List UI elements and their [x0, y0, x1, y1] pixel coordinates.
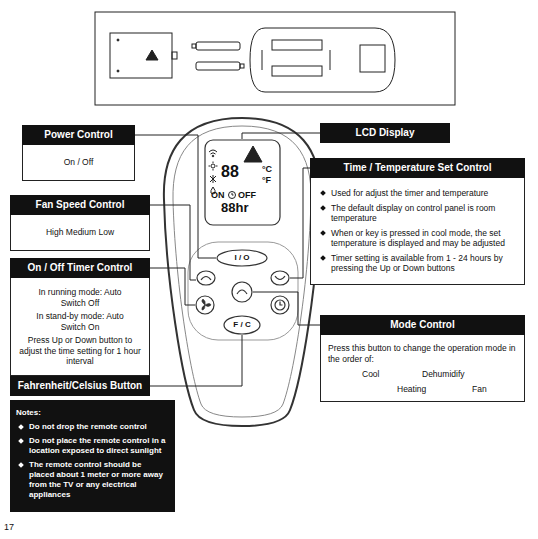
callout-body: In running mode: Auto Switch Off In stand…	[10, 278, 150, 376]
bullet-item: Do not drop the remote control	[16, 422, 167, 432]
band-title: Fahrenheit/Celsius Button	[10, 376, 150, 396]
leader-line	[150, 335, 242, 386]
bullet-text: When or key is pressed in cool mode, the…	[331, 228, 517, 249]
bullet-text: The default display on control panel is …	[331, 203, 517, 224]
callout-text: Press Up or Down button to adjust the ti…	[18, 335, 142, 367]
bullet-mark	[18, 424, 24, 430]
battery-frame	[95, 12, 455, 105]
button-label: F / C	[222, 320, 262, 329]
label-band: Fahrenheit/Celsius Button	[10, 376, 150, 396]
bullet-mark	[18, 438, 24, 444]
callout-body: Used for adjust the timer and temperatur…	[310, 178, 525, 285]
notes-title: Notes:	[16, 408, 167, 418]
leader-line	[290, 168, 310, 278]
leader-line	[150, 268, 195, 305]
bullet-item: The default display on control panel is …	[318, 203, 517, 224]
mode-name: Fan	[472, 384, 487, 395]
callout-body: On / Off	[22, 145, 135, 181]
bullet-text: Used for adjust the timer and temperatur…	[331, 188, 517, 199]
note-text: The remote control should be placed abou…	[29, 460, 167, 500]
bullet-item: Do not place the remote control in a loc…	[16, 436, 167, 456]
leader-line	[150, 205, 196, 280]
callout-text: High Medium Low	[17, 227, 143, 238]
callout-box: On / Off Timer ControlIn running mode: A…	[10, 258, 150, 376]
bullet-item: Timer setting is available from 1 - 24 h…	[318, 253, 517, 274]
bullet-mark	[320, 205, 326, 211]
mode-step: Fan	[470, 384, 489, 395]
bullet-item: The remote control should be placed abou…	[16, 460, 167, 500]
lcd-unit: °C	[262, 164, 272, 174]
callout-title: Time / Temperature Set Control	[310, 158, 525, 178]
bullet-mark	[320, 190, 326, 196]
label-band: LCD Display	[320, 123, 450, 143]
lcd-digits: 88hr	[221, 201, 248, 215]
callout-box: Time / Temperature Set ControlUsed for a…	[310, 158, 525, 285]
mode-name: Cool	[362, 369, 379, 380]
remote-back	[250, 28, 395, 92]
callout-text: In stand-by mode: Auto Switch On	[36, 311, 124, 332]
leader-lines	[135, 133, 320, 386]
lcd-unit: °F	[262, 175, 271, 185]
callout-body: High Medium Low	[10, 215, 150, 251]
band-title: LCD Display	[320, 123, 450, 143]
note-text: Do not drop the remote control	[29, 422, 167, 432]
lcd-text: OFF	[238, 190, 256, 200]
bullet-mark	[320, 255, 326, 261]
callout-text: Press this button to change the operatio…	[328, 343, 517, 364]
notes-box: Notes: Do not drop the remote control Do n…	[10, 400, 175, 512]
button-label: I / O	[222, 253, 262, 262]
mode-name: Heating	[397, 384, 426, 395]
bullet-mark	[18, 462, 24, 468]
leader-line	[242, 133, 320, 139]
note-text: Do not place the remote control in a loc…	[29, 436, 167, 456]
callout-title: Mode Control	[320, 315, 525, 335]
callout-box: Fan Speed ControlHigh Medium Low	[10, 195, 150, 251]
page-number: 17	[4, 522, 14, 532]
callout-title: On / Off Timer Control	[10, 258, 150, 278]
callout-box: Mode ControlPress this button to change …	[320, 315, 525, 402]
mode-step: Cool	[360, 369, 381, 380]
lcd-text: ON	[211, 190, 225, 200]
callout-text: On / Off	[29, 157, 128, 168]
mode-name: Dehumidify	[422, 369, 465, 380]
callout-box: Power Control On / Off	[22, 125, 135, 181]
lcd-digits: 88	[221, 163, 239, 180]
callout-title: Power Control	[22, 125, 135, 145]
callout-title: Fan Speed Control	[10, 195, 150, 215]
mode-step: Dehumidify	[420, 369, 467, 380]
bullet-item: When or key is pressed in cool mode, the…	[318, 228, 517, 249]
leader-line	[253, 292, 320, 325]
bullet-mark	[320, 230, 326, 236]
callout-text: In running mode: Auto Switch Off	[36, 287, 124, 308]
batteries	[192, 42, 244, 70]
mode-step: Heating	[395, 384, 428, 395]
bullet-text: Timer setting is available from 1 - 24 h…	[331, 253, 517, 274]
battery-cover	[110, 33, 177, 78]
bullet-item: Used for adjust the timer and temperatur…	[318, 188, 517, 199]
